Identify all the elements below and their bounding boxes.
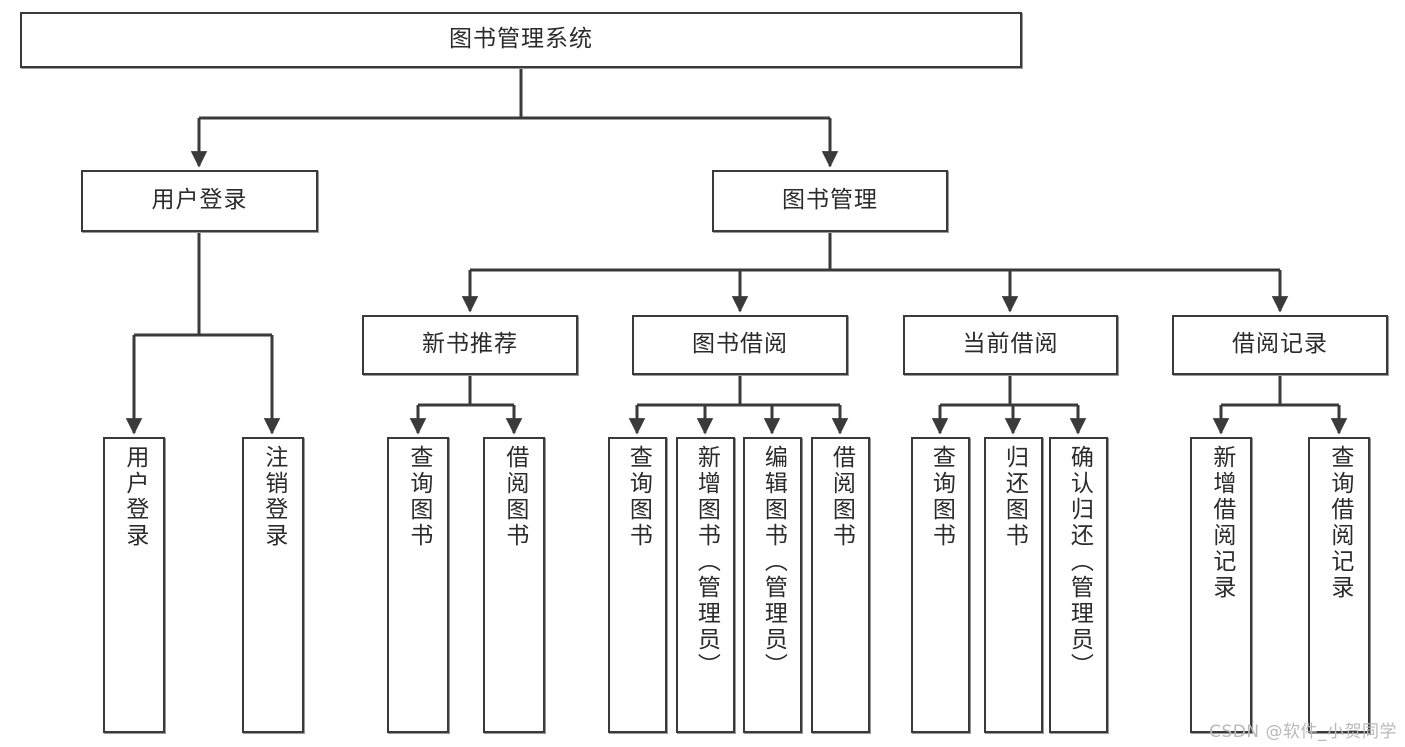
node-leaf-user-login[interactable]: 用户登录 <box>103 437 165 733</box>
node-leaf-query-book-rec[interactable]: 查询图书 <box>387 437 449 733</box>
node-book-management-label: 图书管理 <box>782 187 878 214</box>
node-current-borrow-label: 当前借阅 <box>962 331 1059 358</box>
node-new-book-recommend-label: 新书推荐 <box>422 331 518 358</box>
node-book-borrow[interactable]: 图书借阅 <box>632 315 848 375</box>
node-leaf-query-borrow-record-label: 查询借阅记录 <box>1326 445 1353 601</box>
node-leaf-user-logout-label: 注销登录 <box>260 445 287 549</box>
node-leaf-edit-book-admin-label: 编辑图书（管理员） <box>760 445 787 679</box>
node-leaf-add-borrow-record-label: 新增借阅记录 <box>1208 445 1235 601</box>
node-leaf-confirm-return-admin-label: 确认归还（管理员） <box>1066 445 1093 679</box>
node-book-borrow-label: 图书借阅 <box>692 331 788 358</box>
node-leaf-confirm-return-admin[interactable]: 确认归还（管理员） <box>1049 437 1108 733</box>
node-current-borrow[interactable]: 当前借阅 <box>903 315 1118 375</box>
node-user-login[interactable]: 用户登录 <box>81 170 318 232</box>
node-leaf-return-book-label: 归还图书 <box>1001 445 1028 549</box>
node-leaf-user-logout[interactable]: 注销登录 <box>242 437 304 733</box>
node-leaf-query-borrow-record[interactable]: 查询借阅记录 <box>1308 437 1370 733</box>
node-new-book-recommend[interactable]: 新书推荐 <box>362 315 578 375</box>
node-leaf-borrow-book-rec-label: 借阅图书 <box>501 445 528 549</box>
node-leaf-return-book[interactable]: 归还图书 <box>984 437 1043 733</box>
node-borrow-record-label: 借阅记录 <box>1232 331 1328 358</box>
node-root-system-label: 图书管理系统 <box>449 26 593 53</box>
node-leaf-borrow-book[interactable]: 借阅图书 <box>811 437 870 733</box>
node-root-system[interactable]: 图书管理系统 <box>20 12 1022 68</box>
node-leaf-query-book-borrow-label: 查询图书 <box>625 445 652 549</box>
node-leaf-add-book-admin[interactable]: 新增图书（管理员） <box>676 437 735 733</box>
node-leaf-query-book-rec-label: 查询图书 <box>405 445 432 549</box>
node-leaf-query-book-current-label: 查询图书 <box>928 445 955 549</box>
node-leaf-borrow-book-rec[interactable]: 借阅图书 <box>483 437 545 733</box>
node-leaf-add-borrow-record[interactable]: 新增借阅记录 <box>1190 437 1252 733</box>
node-leaf-add-book-admin-label: 新增图书（管理员） <box>693 445 720 679</box>
node-leaf-query-book-current[interactable]: 查询图书 <box>911 437 970 733</box>
node-leaf-edit-book-admin[interactable]: 编辑图书（管理员） <box>743 437 802 733</box>
node-book-management[interactable]: 图书管理 <box>712 170 948 232</box>
node-leaf-user-login-label: 用户登录 <box>121 445 148 549</box>
node-leaf-query-book-borrow[interactable]: 查询图书 <box>608 437 667 733</box>
csdn-watermark: CSDN @软件_小贺同学 <box>1209 722 1397 742</box>
node-leaf-borrow-book-label: 借阅图书 <box>828 445 855 549</box>
node-borrow-record[interactable]: 借阅记录 <box>1172 315 1388 375</box>
node-user-login-label: 用户登录 <box>151 187 248 214</box>
